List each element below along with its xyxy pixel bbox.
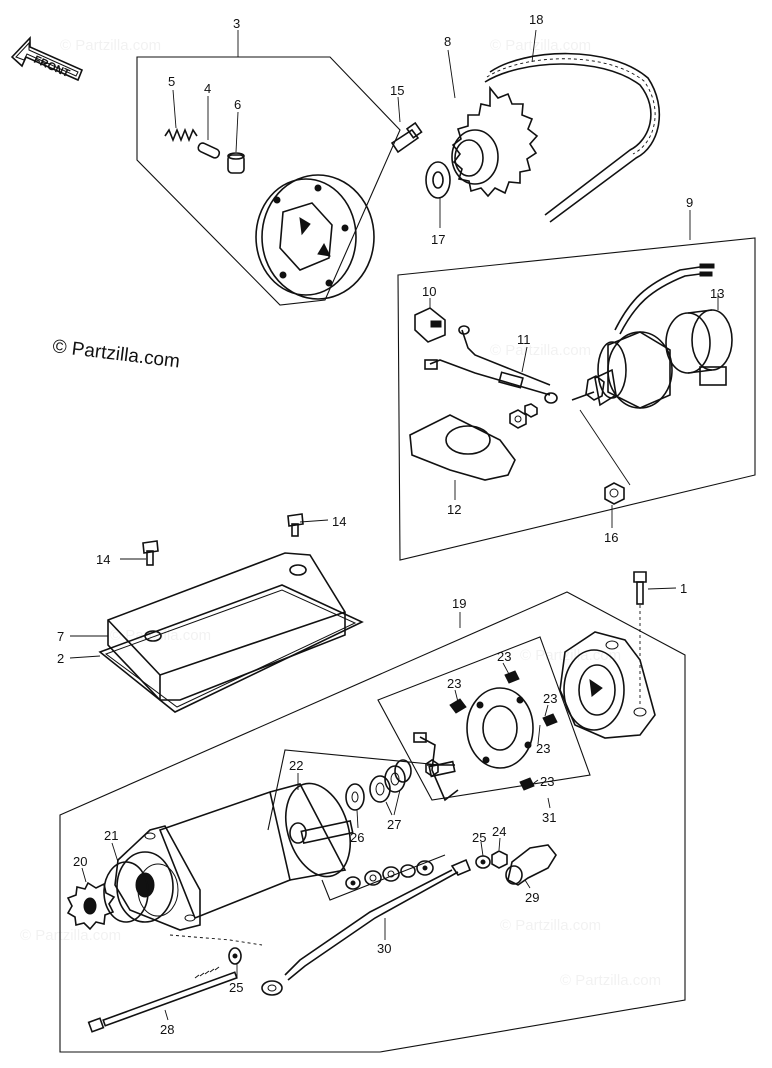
wire-lead-part: [614, 263, 715, 335]
group-frame-9: [397, 237, 756, 561]
callout-15: 15: [390, 83, 404, 98]
callout-25-b: 25: [229, 980, 243, 995]
callout-labels: 1 2 3 4 5 6 7 8 9 10 11 12 13 14 14 15 1…: [57, 12, 724, 1037]
cable-part-30: [261, 858, 472, 996]
callout-14: 14: [332, 514, 346, 529]
terminal-bolt-part: [425, 759, 456, 778]
group-frame-3: [136, 56, 401, 306]
leader-lines-23: [297, 662, 551, 809]
terminal-part-10: [414, 298, 446, 343]
callout-1: 1: [680, 581, 687, 596]
bolt-part-15: [390, 96, 423, 154]
washer-part-26: [345, 783, 365, 829]
group-frame-22-lower: [321, 854, 446, 901]
cable-part-11: [424, 325, 558, 404]
screw-part-14-b: [120, 540, 159, 566]
front-label: FRONT: [32, 54, 72, 80]
callout-21: 21: [104, 828, 118, 843]
callout-9: 9: [686, 195, 693, 210]
callout-16: 16: [604, 530, 618, 545]
callout-23-c: 23: [543, 691, 557, 706]
brush-holder-plate-part: [413, 670, 558, 802]
gasket-part-2: [69, 584, 364, 713]
callout-23-b: 23: [447, 676, 461, 691]
screw-part-14: [287, 513, 329, 537]
callout-3: 3: [233, 16, 240, 31]
callout-14-b: 14: [96, 552, 110, 567]
chain-part-18: [484, 29, 661, 223]
callout-10: 10: [422, 284, 436, 299]
terminal-cover-part-12: [409, 414, 516, 500]
o-ring-part-21: [103, 842, 149, 923]
group-frame-31: [377, 636, 591, 801]
assembly-line: [169, 934, 263, 946]
watermark-text: © Partzilla.com: [520, 647, 621, 664]
washer-part-17: [425, 161, 451, 228]
callout-2: 2: [57, 651, 64, 666]
callout-30: 30: [377, 941, 391, 956]
callout-23-e: 23: [540, 774, 554, 789]
flywheel-part: [255, 174, 375, 300]
callout-20: 20: [73, 854, 87, 869]
callout-8: 8: [444, 34, 451, 49]
washer-set-part: [345, 860, 434, 890]
callout-18: 18: [529, 12, 543, 27]
watermark-text: © Partzilla.com: [20, 927, 121, 944]
watermark-text: © Partzilla.com: [500, 917, 601, 934]
group-frame-19: [59, 591, 686, 1053]
washer-part-25-b: [228, 947, 242, 978]
callout-27: 27: [387, 817, 401, 832]
starter-relay-part: [571, 331, 673, 409]
spring-part-5: [164, 89, 198, 143]
terminal-cap-part-29: [505, 844, 557, 889]
callout-28: 28: [160, 1022, 174, 1037]
callout-23-a: 23: [497, 649, 511, 664]
callout-5: 5: [168, 74, 175, 89]
washer-part-24: [491, 837, 508, 869]
end-housing-part: [559, 605, 656, 739]
callout-24: 24: [492, 824, 506, 839]
starter-cover-part-7: [70, 552, 346, 701]
nut-part-16: [579, 409, 631, 528]
callout-19: 19: [452, 596, 466, 611]
nut-part: [509, 403, 538, 429]
callout-26: 26: [350, 830, 364, 845]
callout-25: 25: [472, 830, 486, 845]
callout-22: 22: [289, 758, 303, 773]
cap-part-6: [227, 111, 245, 174]
callout-29: 29: [525, 890, 539, 905]
callout-11: 11: [517, 332, 531, 347]
callout-13: 13: [710, 286, 724, 301]
pinion-gear-part-20: [66, 867, 116, 931]
watermark-text: © Partzilla.com: [560, 972, 661, 989]
copyright-text: © Partzilla.com: [51, 336, 181, 372]
callout-23-d: 23: [536, 741, 550, 756]
callout-12: 12: [447, 502, 461, 517]
through-bolt-part-28: [87, 966, 238, 1033]
callout-17: 17: [431, 232, 445, 247]
watermark-text: © Partzilla.com: [60, 37, 161, 54]
washer-part-27: [369, 759, 412, 816]
group-frame-22: [267, 749, 441, 831]
pin-part-4: [197, 96, 221, 159]
sprocket-part-8: [447, 49, 539, 198]
watermark-text: © Partzilla.com: [490, 342, 591, 359]
watermark-text: © Partzilla.com: [490, 37, 591, 54]
starter-motor-body-part: [114, 782, 354, 931]
callout-31: 31: [542, 810, 556, 825]
callout-6: 6: [234, 97, 241, 112]
relay-cover-part-13: [665, 293, 733, 386]
callout-4: 4: [204, 81, 211, 96]
bolt-part-1: [633, 571, 677, 605]
nut-part-25: [475, 841, 491, 869]
callout-7: 7: [57, 629, 64, 644]
